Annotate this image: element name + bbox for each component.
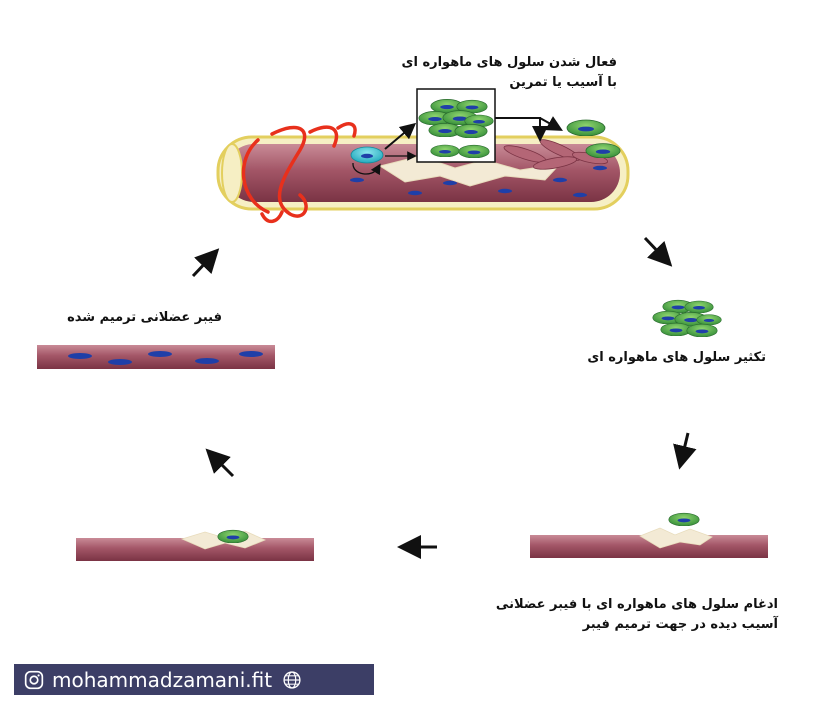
repaired-fiber [37,345,275,369]
repairing-fiber [76,530,314,561]
label-proliferation: تکثیر سلول های ماهواره ای [590,348,766,368]
label-repaired-text: فیبر عضلانی ترمیم شده [70,308,222,328]
label-activation-line1: فعال شدن سلول های ماهواره ای [405,53,617,73]
activation-inset [417,89,495,162]
cycle-arrow-2 [682,433,688,458]
footer-banner: mohammadzamani.fit [14,664,374,695]
fusion-fiber [530,513,768,558]
cycle-arrow-5 [193,257,211,276]
label-fusion-line1: ادغام سلول های ماهواره ای با فیبر عضلانی [510,595,778,615]
label-fusion-line2: آسیب دیده در جهت ترمیم فیبر [510,615,778,635]
label-fusion: ادغام سلول های ماهواره ای با فیبر عضلانی… [510,595,778,635]
arrow-inset-out [495,118,540,134]
instagram-icon [24,670,44,690]
cycle-arrow-1 [645,238,664,258]
proliferation-cluster [653,300,722,337]
globe-icon [282,670,302,690]
label-activation-line2: با آسیب یا تمرین [405,73,617,93]
label-activation: فعال شدن سلول های ماهواره ای با آسیب یا … [405,53,617,93]
arrow-inset-right [540,118,556,127]
fiber-end-face [222,144,242,202]
label-repaired: فیبر عضلانی ترمیم شده [70,308,222,328]
label-proliferation-text: تکثیر سلول های ماهواره ای [590,348,766,368]
cycle-arrow-4 [214,457,233,476]
footer-handle: mohammadzamani.fit [52,668,272,692]
